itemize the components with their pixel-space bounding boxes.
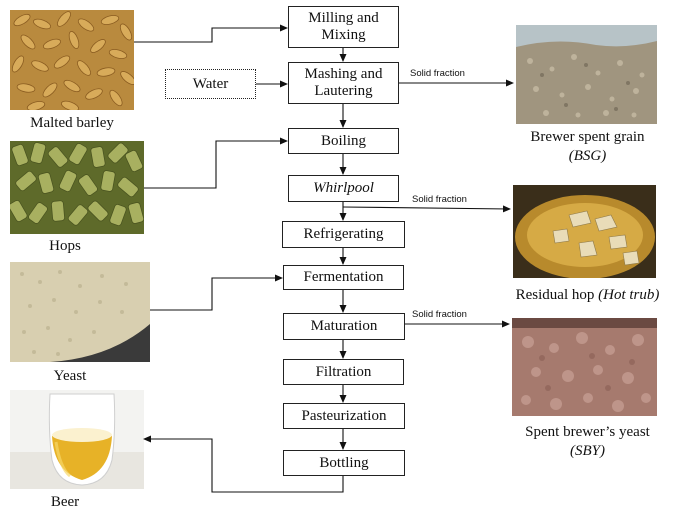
residual-hop-name: Residual hop — [515, 287, 599, 303]
arrow-barley-to-milling — [134, 24, 288, 43]
step-fermentation: Fermentation — [283, 265, 404, 290]
solid-fraction-label-bsg: Solid fraction — [410, 68, 465, 79]
step-mashing-lautering-label: Mashing and Lautering — [304, 66, 383, 99]
step-milling-mixing-label: Milling and Mixing — [308, 10, 379, 43]
step-filtration: Filtration — [283, 359, 404, 385]
step-refrigerating-label: Refrigerating — [303, 226, 384, 242]
step-whirlpool: Whirlpool — [288, 175, 399, 202]
yeast-label: Yeast — [53, 368, 87, 384]
spent-brewers-yeast-photo — [512, 318, 657, 416]
bsg-name: Brewer spent grain — [530, 129, 645, 145]
residual-hop-photo — [513, 185, 656, 278]
step-bottling-label: Bottling — [319, 454, 369, 471]
sby-name: Spent brewer’s yeast — [525, 424, 650, 440]
malted-barley-photo — [10, 10, 134, 110]
hot-trub-abbr: (Hot trub) — [598, 287, 660, 303]
water-input: Water — [165, 69, 256, 99]
arrow-hops-to-boiling — [144, 137, 288, 189]
brewer-spent-grain-photo — [516, 25, 657, 124]
arrow-whirlpool-to-hot-trub — [342, 205, 511, 213]
step-boiling-label: Boiling — [320, 132, 366, 149]
yeast-photo — [10, 262, 150, 362]
beer-label: Beer — [50, 494, 80, 510]
beer-photo — [10, 390, 144, 489]
step-whirlpool-label: Whirlpool — [313, 180, 374, 196]
arrow-bottling-to-beer — [143, 435, 344, 493]
solid-fraction-label-sby: Solid fraction — [412, 309, 467, 320]
step-boiling: Boiling — [288, 128, 399, 154]
residual-hop-label: Residual hop (Hot trub) — [500, 286, 675, 305]
malted-barley-label: Malted barley — [30, 115, 114, 131]
step-filtration-label: Filtration — [315, 363, 372, 380]
arrow-yeast-to-fermentation — [150, 274, 283, 311]
sby-abbr: (SBY) — [570, 443, 605, 459]
step-maturation-label: Maturation — [310, 318, 378, 334]
step-mashing-lautering: Mashing and Lautering — [288, 62, 399, 104]
step-pasteurization-label: Pasteurization — [301, 407, 387, 424]
bsg-abbr: (BSG) — [568, 148, 607, 164]
solid-fraction-label-hot-trub: Solid fraction — [412, 194, 467, 205]
step-maturation: Maturation — [283, 313, 405, 340]
sby-label: Spent brewer’s yeast (SBY) — [500, 423, 675, 461]
hops-label: Hops — [49, 238, 81, 254]
step-bottling: Bottling — [283, 450, 405, 476]
water-label: Water — [192, 75, 229, 92]
step-fermentation-label: Fermentation — [303, 269, 384, 285]
step-pasteurization: Pasteurization — [283, 403, 405, 429]
hops-photo — [10, 141, 144, 234]
step-milling-mixing: Milling and Mixing — [288, 6, 399, 48]
bsg-label: Brewer spent grain (BSG) — [500, 128, 675, 166]
step-refrigerating: Refrigerating — [282, 221, 405, 248]
